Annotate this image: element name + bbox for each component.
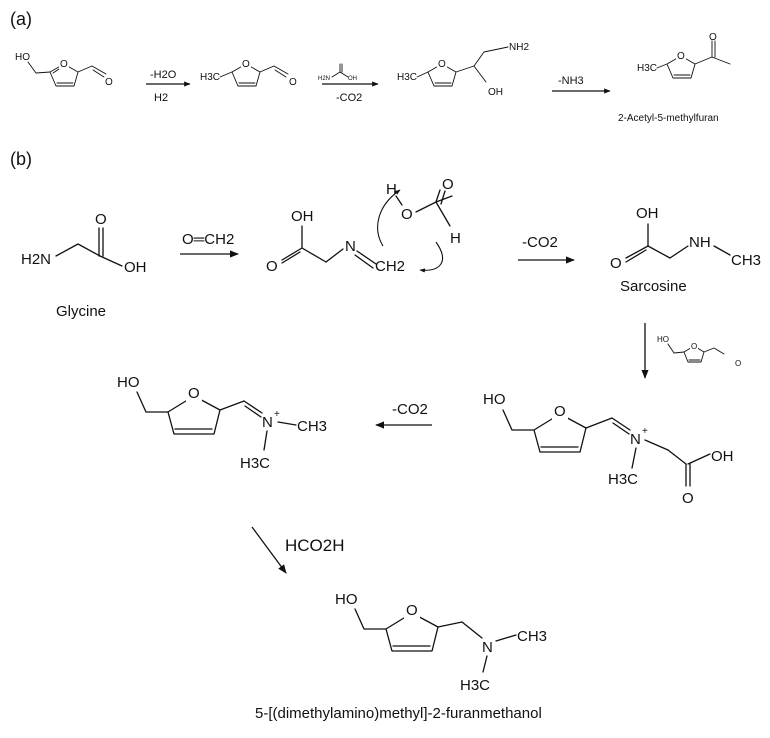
glycine-name: Glycine — [56, 303, 106, 320]
aldehyde-oxygen-label: O — [105, 77, 113, 88]
hydroxyl-label: HO — [657, 335, 669, 344]
imine-n-label: N — [345, 238, 356, 255]
sarcosine-molecule: OH O NH CH3 — [610, 205, 761, 272]
amine-nh-label: NH — [689, 234, 711, 251]
methyl-label: CH3 — [297, 418, 327, 435]
aminoalcohol-molecule-a3: H3C O NH2 OH — [397, 42, 529, 98]
formic-acid-molecule: H O O H — [386, 176, 461, 247]
hydroxyl-label: HO — [117, 374, 140, 391]
imine-intermediate: OH O N CH2 — [266, 208, 405, 275]
carbonyl-oxygen-label: O — [709, 32, 717, 43]
hydroxyl-label: HO — [483, 391, 506, 408]
ring-oxygen-label: O — [188, 385, 200, 402]
amine-n-label: N — [482, 639, 493, 656]
final-product-name: 5-[(dimethylamino)methyl]-2-furanmethano… — [255, 705, 542, 722]
hydroxyl-label: HO — [15, 52, 30, 63]
sarcosine-name: Sarcosine — [620, 278, 687, 295]
decarboxylation-label: -CO2 — [522, 234, 558, 251]
ring-oxygen-label: O — [554, 403, 566, 420]
positive-charge: + — [642, 426, 648, 437]
step2-bottom-label: -CO2 — [336, 92, 362, 104]
aldehyde-oxygen-label: O — [289, 77, 297, 88]
methylfurfural-molecule-a2: H3C O O — [200, 57, 297, 88]
iminium-acid-intermediate: HO O N + H3C O OH — [483, 391, 734, 507]
panel-b-label: (b) — [10, 149, 32, 169]
ring-oxygen-label: O — [242, 59, 250, 70]
formaldehyde-reagent: O═CH2 — [182, 231, 234, 248]
glycine-molecule: H2N O OH — [21, 211, 147, 276]
acid-h-label: H — [386, 181, 397, 198]
methyl-label: H3C — [608, 471, 638, 488]
ring-oxygen-label: O — [691, 342, 697, 351]
methyl-label: H3C — [637, 63, 657, 74]
ring-oxygen-label: O — [677, 51, 685, 62]
iminium-intermediate: HO O N + CH3 H3C — [117, 374, 327, 472]
hydroxyl-label: OH — [488, 87, 503, 98]
step3-top-label: -NH3 — [558, 75, 584, 87]
hmf-molecule-a1: HO O O — [15, 52, 113, 88]
acid-oh-label: OH — [711, 448, 734, 465]
step1-bottom-label: H2 — [154, 92, 168, 104]
acid-oh-label: OH — [348, 76, 357, 82]
methylene-label: CH2 — [375, 258, 405, 275]
acid-oh-label: OH — [636, 205, 659, 222]
ring-oxygen-label: O — [406, 602, 418, 619]
carbonyl-oxygen-label: O — [442, 176, 454, 193]
formyl-h-label: H — [450, 230, 461, 247]
formic-acid-reagent: HCO2H — [285, 536, 345, 555]
positive-charge: + — [274, 409, 280, 420]
acid-oh-label: OH — [291, 208, 314, 225]
acid-oh-label: OH — [124, 259, 147, 276]
amine-label: H2N — [318, 76, 330, 82]
hmf-reagent-small: HO O O — [657, 335, 741, 368]
methyl-label: H3C — [397, 72, 417, 83]
methyl-label: H3C — [200, 72, 220, 83]
methyl-label-2: H3C — [460, 677, 490, 694]
curved-arrow-2 — [419, 241, 443, 273]
carbonyl-oxygen-label: O — [266, 258, 278, 275]
hydroxyl-label: HO — [335, 591, 358, 608]
iminium-n-label: N — [630, 431, 641, 448]
ring-oxygen-label: O — [438, 59, 446, 70]
decarboxylation-label-2: -CO2 — [392, 401, 428, 418]
step1-top-label: -H2O — [150, 69, 177, 81]
methyl-label: CH3 — [517, 628, 547, 645]
acetylmethylfuran-molecule-a4: H3C O O — [637, 32, 731, 79]
product-name-a: 2-Acetyl-5-methylfuran — [618, 113, 719, 124]
iminium-n-label: N — [262, 414, 273, 431]
panel-a-label: (a) — [10, 9, 32, 29]
carbonyl-oxygen-label: O — [682, 490, 694, 507]
final-product-molecule: HO O N CH3 H3C — [335, 591, 547, 694]
methyl-label-2: H3C — [240, 455, 270, 472]
carbonyl-oxygen-label: O — [610, 255, 622, 272]
ring-oxygen-label: O — [60, 59, 68, 70]
aldehyde-oxygen-label: O — [735, 359, 741, 368]
glycine-reagent-small: H2N OH — [318, 63, 357, 82]
amine-label: NH2 — [509, 42, 529, 53]
arrow-b5 — [251, 526, 287, 574]
amine-label: H2N — [21, 251, 51, 268]
methyl-label: CH3 — [731, 252, 761, 269]
carbonyl-oxygen-label: O — [95, 211, 107, 228]
curved-arrow-1 — [377, 189, 401, 247]
acid-o-label: O — [401, 206, 413, 223]
